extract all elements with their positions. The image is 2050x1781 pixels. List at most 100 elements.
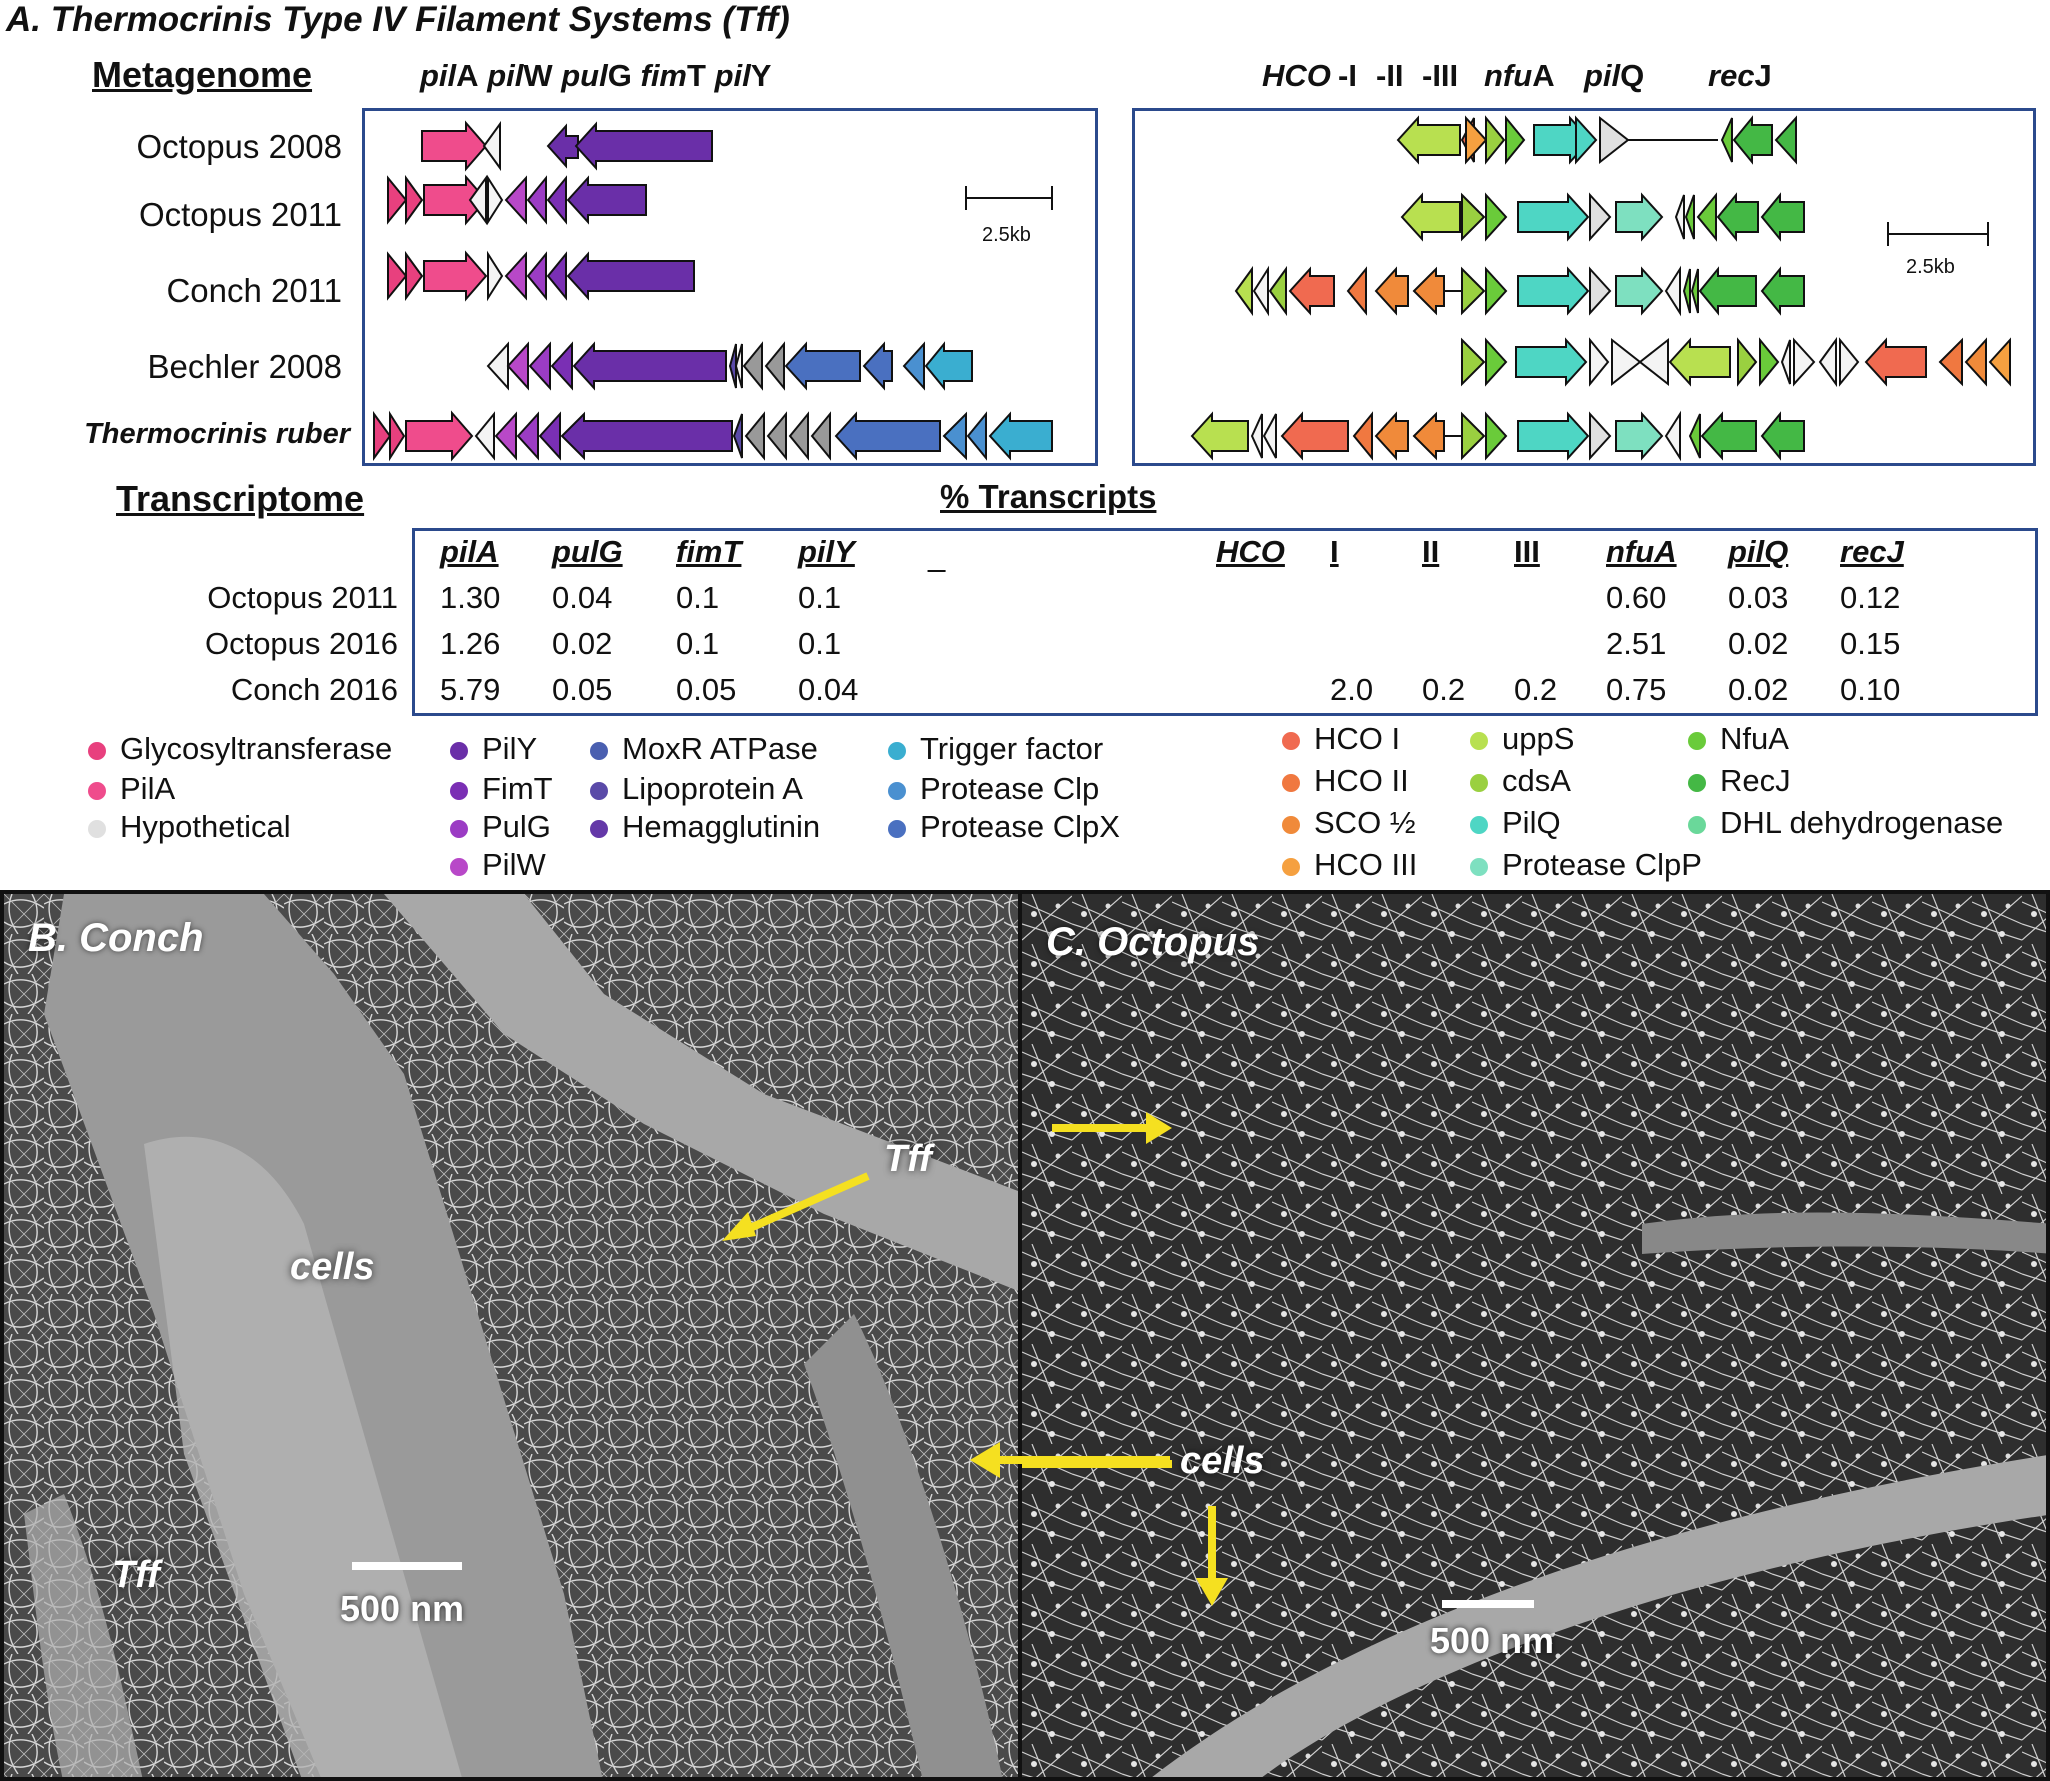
panel-c-scale-bar bbox=[1442, 1600, 1534, 1608]
tr-label-octopus-2011: Octopus 2011 bbox=[207, 580, 398, 615]
gene-map-svg: .g{stroke:#111;stroke-width:2;} bbox=[373, 115, 2011, 462]
row-label-bechler-2008: Bechler 2008 bbox=[147, 348, 342, 385]
legend-label: PilQ bbox=[1502, 805, 1561, 840]
table-cell: 0.60 bbox=[1606, 580, 1667, 615]
th-pila: pilA bbox=[440, 534, 499, 569]
table-cell: 0.1 bbox=[676, 580, 720, 615]
right-gene-header-pilq: pilQ bbox=[1584, 58, 1645, 93]
table-cell: 0.2 bbox=[1422, 672, 1466, 707]
legend-swatch bbox=[590, 741, 608, 760]
table-cell: 0.1 bbox=[798, 580, 842, 615]
legend-label: PilY bbox=[482, 731, 538, 766]
panel-c-arrow-cells-down bbox=[1196, 1506, 1228, 1606]
panel-b-scale-label: 500 nm bbox=[340, 1588, 465, 1629]
tr-label-conch-2016: Conch 2016 bbox=[230, 672, 398, 707]
legend-label: HCO III bbox=[1314, 847, 1418, 882]
legend-item: PilY bbox=[450, 730, 537, 768]
gene-header-pulg: pulG bbox=[561, 58, 632, 93]
table-cell: 0.1 bbox=[676, 626, 720, 661]
table-cell: 0.1 bbox=[798, 626, 842, 661]
legend-swatch bbox=[450, 741, 468, 760]
left-operon-box bbox=[362, 108, 1098, 466]
transcriptome-label: Transcriptome bbox=[116, 478, 365, 519]
gene-header-pily: pilY bbox=[714, 58, 772, 93]
panel-b-tff-label-top: Tff bbox=[884, 1138, 932, 1180]
legend-swatch bbox=[1470, 773, 1488, 792]
legend-label: Trigger factor bbox=[920, 731, 1104, 766]
legend-item: Glycosyltransferase bbox=[88, 730, 392, 768]
legend-label: Protease Clp bbox=[920, 771, 1100, 806]
legend-item: Hypothetical bbox=[88, 808, 291, 846]
panel-c-cells-label: cells bbox=[1180, 1440, 1265, 1482]
legend-item: SCO ½ bbox=[1282, 804, 1416, 842]
panel-c-label: C. Octopus bbox=[1046, 920, 1260, 964]
legend-label: PilA bbox=[120, 771, 176, 806]
legend-item: Lipoprotein A bbox=[590, 770, 803, 808]
left-row-bechler-2008 bbox=[486, 341, 973, 391]
table-cell: 0.03 bbox=[1728, 580, 1789, 615]
th-recj: recJ bbox=[1840, 534, 1904, 569]
legend-label: Glycosyltransferase bbox=[120, 731, 393, 766]
legend-swatch bbox=[1470, 857, 1488, 876]
figure-title: A. Thermocrinis Type IV Filament Systems… bbox=[6, 0, 790, 39]
legend-swatch bbox=[1688, 815, 1706, 834]
scale-bar-left bbox=[965, 186, 1053, 210]
legend-label: cdsA bbox=[1502, 763, 1571, 798]
metagenome-label: Metagenome bbox=[92, 54, 313, 95]
panel-c-em-image bbox=[1022, 894, 2046, 1777]
right-row-thermocrinis-ruber bbox=[1190, 410, 1805, 462]
th-pulg: pulG bbox=[552, 534, 623, 569]
legend-swatch bbox=[1282, 773, 1300, 792]
legend-item: Protease Clp bbox=[888, 770, 1099, 808]
legend-swatch bbox=[888, 741, 906, 760]
panel-b-em-image bbox=[4, 894, 1018, 1777]
table-cell: 0.04 bbox=[552, 580, 613, 615]
th-pilq: pilQ bbox=[1728, 534, 1789, 569]
table-cell: 0.02 bbox=[1728, 672, 1789, 707]
legend-swatch bbox=[88, 819, 106, 838]
legend-swatch bbox=[590, 819, 608, 838]
legend-swatch bbox=[450, 857, 468, 876]
right-gene-header-hco-iii: -III bbox=[1422, 58, 1459, 93]
right-gene-header-hco: HCO bbox=[1262, 58, 1331, 93]
right-gene-header-hco-ii: -II bbox=[1376, 58, 1404, 93]
right-row-octopus-2011 bbox=[1400, 192, 1805, 242]
legend-label: Hemagglutinin bbox=[622, 809, 821, 844]
legend-label: Protease ClpX bbox=[920, 809, 1120, 844]
legend-label: Lipoprotein A bbox=[622, 771, 803, 806]
table-cell: 0.2 bbox=[1514, 672, 1558, 707]
table-cell: 0.02 bbox=[552, 626, 613, 661]
table-cell: 0.10 bbox=[1840, 672, 1901, 707]
right-gene-header-hco-i: -I bbox=[1338, 58, 1357, 93]
right-gene-header-recj: recJ bbox=[1708, 58, 1772, 93]
legend-swatch bbox=[1688, 731, 1706, 750]
legend-item: PilW bbox=[450, 846, 546, 884]
th-hco-ii: II bbox=[1422, 534, 1440, 569]
legend-label: DHL dehydrogenase bbox=[1720, 805, 2004, 840]
table-cell: 2.0 bbox=[1330, 672, 1374, 707]
th-hco: HCO bbox=[1216, 534, 1285, 569]
th-hco-i: I bbox=[1330, 534, 1339, 569]
scale-label-left: 2.5kb bbox=[982, 224, 1031, 246]
th-hco-iii: III bbox=[1514, 534, 1540, 569]
panel-b-conch: B. Conch cells Tff Tff 500 nm bbox=[0, 890, 1022, 1781]
panel-c-scale-label: 500 nm bbox=[1430, 1620, 1555, 1661]
panel-b-tff-label-bottom: Tff bbox=[112, 1554, 160, 1596]
legend-item: PulG bbox=[450, 808, 551, 846]
legend-label: Protease ClpP bbox=[1502, 847, 1702, 882]
legend-label: PilW bbox=[482, 847, 546, 882]
legend-swatch bbox=[450, 819, 468, 838]
legend-item: uppS bbox=[1470, 720, 1574, 758]
table-cell: 0.02 bbox=[1728, 626, 1789, 661]
th-dash: _ bbox=[928, 538, 946, 573]
legend-item: cdsA bbox=[1470, 762, 1571, 800]
row-label-octopus-2008: Octopus 2008 bbox=[136, 128, 342, 165]
percent-transcripts-label: % Transcripts bbox=[940, 478, 1157, 515]
legend-swatch bbox=[1282, 857, 1300, 876]
cross-panel-arrow bbox=[970, 1442, 1170, 1478]
row-label-conch-2011: Conch 2011 bbox=[166, 272, 342, 309]
table-cell: 1.30 bbox=[440, 580, 501, 615]
legend-label: NfuA bbox=[1720, 721, 1789, 756]
left-row-conch-2011 bbox=[387, 250, 695, 302]
legend-swatch bbox=[88, 781, 106, 800]
